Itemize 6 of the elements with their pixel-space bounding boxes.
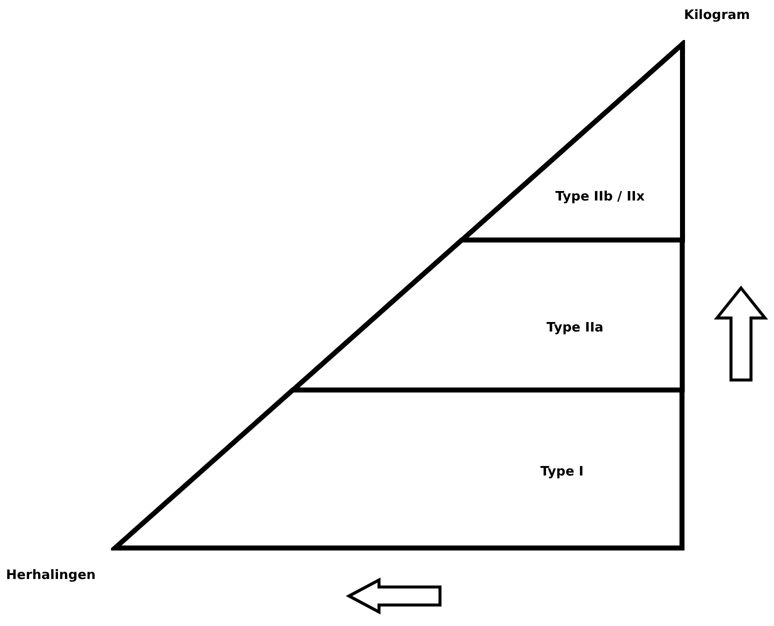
axis-label: Kilogram [684,7,750,25]
axis-label: Herhalingen [6,567,96,585]
band-label: Type IIa [546,319,604,338]
band-label: Type I [540,463,584,482]
trapezoid-band [111,386,686,552]
band-label: Type IIb / IIx [555,188,645,206]
